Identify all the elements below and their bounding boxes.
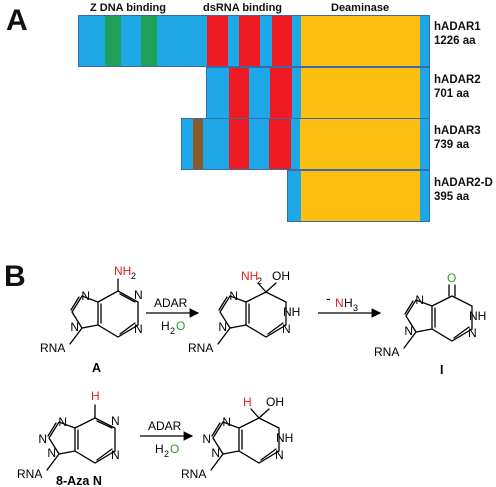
- deaminase-domain: [301, 68, 420, 118]
- amino-group-label: NH: [114, 264, 131, 278]
- water-oxygen-label: O: [176, 319, 185, 333]
- atom-label: N: [58, 415, 67, 429]
- enzyme-label: ADAR: [154, 296, 188, 310]
- atom-label: N: [404, 324, 413, 338]
- dsrna-domain: [229, 68, 249, 118]
- water-label: H: [155, 442, 164, 456]
- rna-label: RNA: [40, 341, 65, 355]
- enzyme-label: ADAR: [148, 419, 182, 433]
- deaminase-domain: [300, 119, 420, 169]
- z-dna-binding-label: Z DNA binding: [90, 2, 166, 14]
- rna-label: RNA: [181, 467, 206, 481]
- dsrna-domain: [269, 119, 291, 169]
- deaminase-domain: [301, 171, 420, 221]
- ammonia-h-label: H: [344, 296, 353, 310]
- subscript: 2: [131, 271, 136, 281]
- z-dna-domain: [141, 16, 157, 66]
- atom-label: N: [275, 448, 284, 462]
- subscript: 2: [257, 276, 262, 286]
- atom-label: N: [111, 414, 120, 428]
- dsrna-binding-label: dsRNA binding: [203, 2, 283, 14]
- protein-bar-hadar2: [206, 67, 430, 119]
- 8-aza-hydrate-ring: [238, 417, 280, 464]
- atom-label: N: [38, 432, 47, 446]
- deaminase-domain: [301, 16, 420, 66]
- compound-label-a: A: [92, 361, 101, 375]
- hydroxyl-label: OH: [266, 395, 284, 409]
- dsrna-domain: [272, 16, 292, 66]
- atom-label: NH: [276, 431, 293, 445]
- dsrna-domain: [239, 16, 260, 66]
- protein-bar-hadar1: [78, 15, 430, 67]
- hydrogen-label: H: [91, 389, 100, 403]
- atom-label: N: [468, 326, 477, 340]
- carbonyl-label: O: [447, 271, 456, 285]
- rna-label: RNA: [374, 345, 399, 359]
- atom-label: N: [218, 320, 227, 334]
- r-domain: [193, 119, 203, 169]
- z-dna-domain: [105, 16, 121, 66]
- atom-label: N: [111, 448, 120, 462]
- water-oxygen-label: O: [170, 442, 179, 456]
- subscript: 2: [164, 449, 169, 459]
- rna-label: RNA: [188, 341, 213, 355]
- hydrogen-label: H: [243, 395, 252, 409]
- atom-label: N: [229, 289, 238, 303]
- atom-label: N: [222, 415, 231, 429]
- protein-bar-hadar3: [181, 118, 430, 170]
- atom-label: N: [202, 432, 211, 446]
- protein-bar-hadar2-d: [287, 170, 430, 222]
- dsrna-domain: [207, 16, 228, 66]
- atom-label: N: [282, 322, 291, 336]
- hydroxyl-label: OH: [272, 269, 290, 283]
- adenine-ring: [97, 290, 139, 338]
- panel-label-a: A: [6, 4, 28, 37]
- dsrna-domain: [270, 68, 292, 118]
- compound-label-8-aza: 8-Aza N: [56, 474, 102, 487]
- rna-label: RNA: [17, 467, 42, 481]
- subscript: 2: [170, 326, 175, 336]
- atom-label: N: [47, 446, 56, 460]
- atom-label: N: [134, 288, 143, 302]
- deaminase-label: Deaminase: [331, 2, 390, 14]
- atom-label: N: [211, 446, 220, 460]
- atom-label: NH: [283, 305, 300, 319]
- atom-label: N: [415, 293, 424, 307]
- atom-label: N: [134, 322, 143, 336]
- atom-label: N: [70, 320, 79, 334]
- atom-label: NH: [469, 309, 486, 323]
- dsrna-domain: [229, 119, 249, 169]
- panel-label-b: B: [4, 260, 26, 293]
- ammonia-n-label: N: [335, 296, 344, 310]
- hypoxanthine-ring: [431, 295, 473, 342]
- compound-label-i: I: [440, 363, 443, 377]
- 8-aza-ring: [74, 417, 116, 464]
- atom-label: N: [81, 289, 90, 303]
- minus-sign: -: [326, 290, 331, 306]
- hydrated-intermediate-ring: [245, 291, 287, 338]
- subscript: 3: [353, 303, 358, 313]
- water-label: H: [161, 319, 170, 333]
- amino-group-label: NH: [241, 269, 258, 283]
